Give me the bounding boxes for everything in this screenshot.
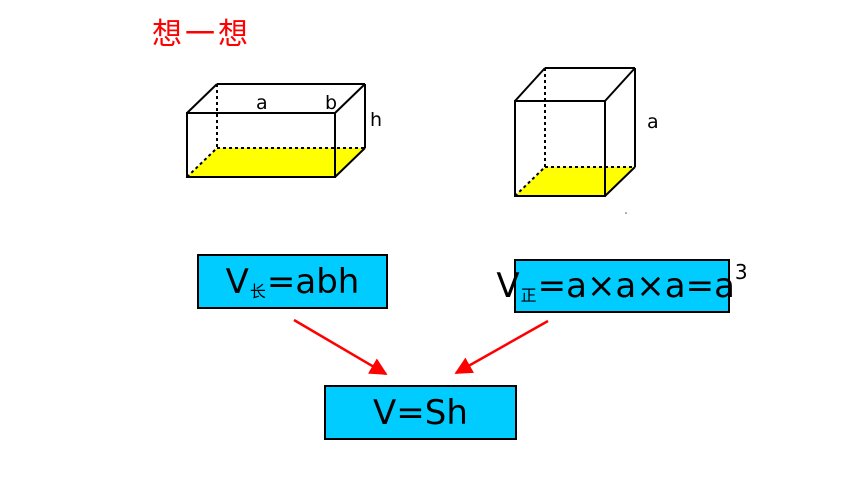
prism-label-b: b (325, 92, 337, 114)
arrow-cube-to-general (454, 319, 549, 375)
cube-base-shaded (515, 167, 635, 196)
formula-general: V=Sh (324, 385, 517, 440)
formula-rect-rest: =abh (266, 261, 360, 302)
rectangular-prism (186, 83, 366, 178)
prism-base-shaded (187, 148, 365, 177)
arrow-rect-to-general (293, 318, 388, 376)
formula-rect-subscript: 长 (249, 281, 266, 301)
cube (514, 67, 636, 197)
prism-label-h: h (370, 109, 382, 131)
cube-hidden-edges (514, 68, 635, 197)
stray-dot (625, 212, 627, 214)
formula-general-text: V=Sh (373, 392, 468, 433)
cube-label-a: a (647, 111, 659, 133)
prism-label-a: a (256, 92, 268, 114)
page-title: 想一想 (152, 17, 251, 52)
formula-rect-v: V (225, 261, 249, 302)
formula-cube-exponent: 3 (734, 260, 748, 284)
prism-hidden-edges (186, 84, 365, 178)
formula-cube-v: V (496, 266, 520, 306)
formula-cube-rest: =a×a×a=a (537, 266, 735, 306)
formula-cube-subscript: 正 (520, 286, 537, 305)
